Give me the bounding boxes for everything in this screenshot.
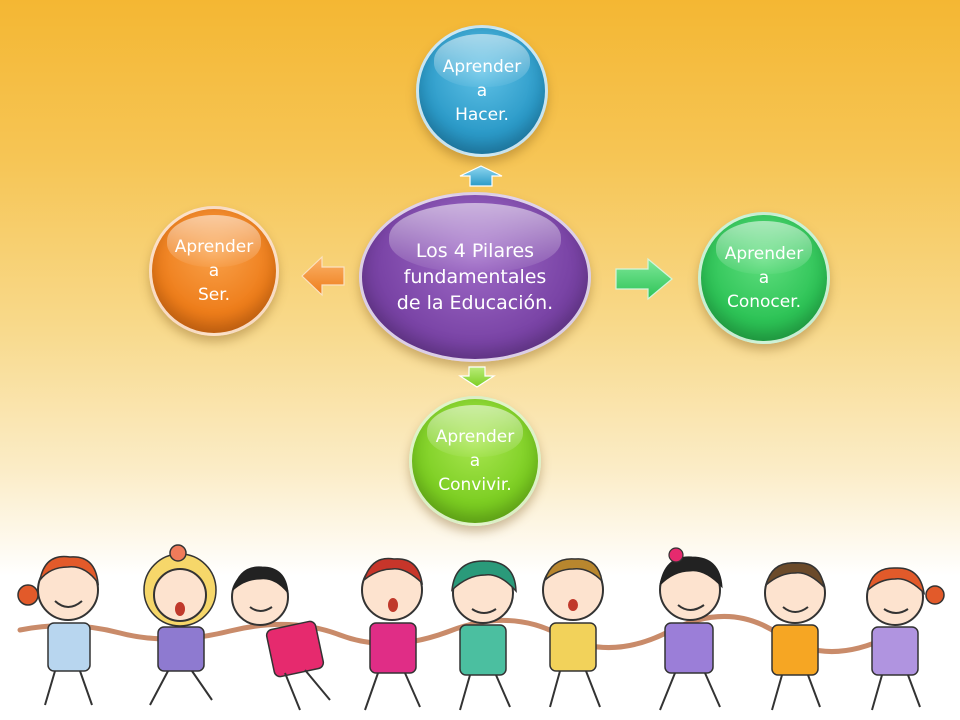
center-node: Los 4 Pilares fundamentales de la Educac… xyxy=(359,192,591,362)
child-figure-7 xyxy=(659,547,723,711)
child-figure-8 xyxy=(764,562,826,711)
node-conocer-line-2: a xyxy=(758,268,770,288)
children-holding-hands-illustration xyxy=(17,544,945,711)
node-aprender-ser: Aprender a Ser. xyxy=(149,206,279,336)
node-conocer-line-3: Conocer. xyxy=(726,292,802,312)
node-convivir-line-2: a xyxy=(469,451,481,471)
node-hacer-line-1: Aprender xyxy=(442,57,522,77)
child-figure-6 xyxy=(542,558,604,708)
child-figure-9 xyxy=(866,567,945,711)
node-conocer-line-1: Aprender xyxy=(724,244,804,264)
node-ser-line-1: Aprender xyxy=(174,237,254,257)
node-aprender-hacer: Aprender a Hacer. xyxy=(416,25,548,157)
arrow-down-icon xyxy=(458,366,496,388)
center-node-line-2: fundamentales xyxy=(403,266,547,288)
node-hacer-line-2: a xyxy=(476,81,488,101)
node-ser-line-2: a xyxy=(208,261,220,281)
child-figure-1 xyxy=(17,555,100,706)
center-node-line-3: de la Educación. xyxy=(396,292,554,314)
arrow-left-icon xyxy=(301,255,345,297)
node-aprender-convivir: Aprender a Convivir. xyxy=(409,396,541,526)
child-figure-5 xyxy=(451,560,517,711)
center-node-line-1: Los 4 Pilares xyxy=(415,240,535,262)
child-figure-2 xyxy=(143,544,217,706)
node-convivir-line-1: Aprender xyxy=(435,427,515,447)
arrow-right-icon xyxy=(615,257,673,301)
node-convivir-line-3: Convivir. xyxy=(438,475,512,495)
child-figure-4 xyxy=(361,557,424,711)
child-figure-3 xyxy=(231,566,331,711)
node-aprender-conocer: Aprender a Conocer. xyxy=(698,212,830,344)
node-hacer-line-3: Hacer. xyxy=(455,105,509,125)
arrow-up-icon xyxy=(459,165,503,187)
node-ser-line-3: Ser. xyxy=(197,285,231,305)
